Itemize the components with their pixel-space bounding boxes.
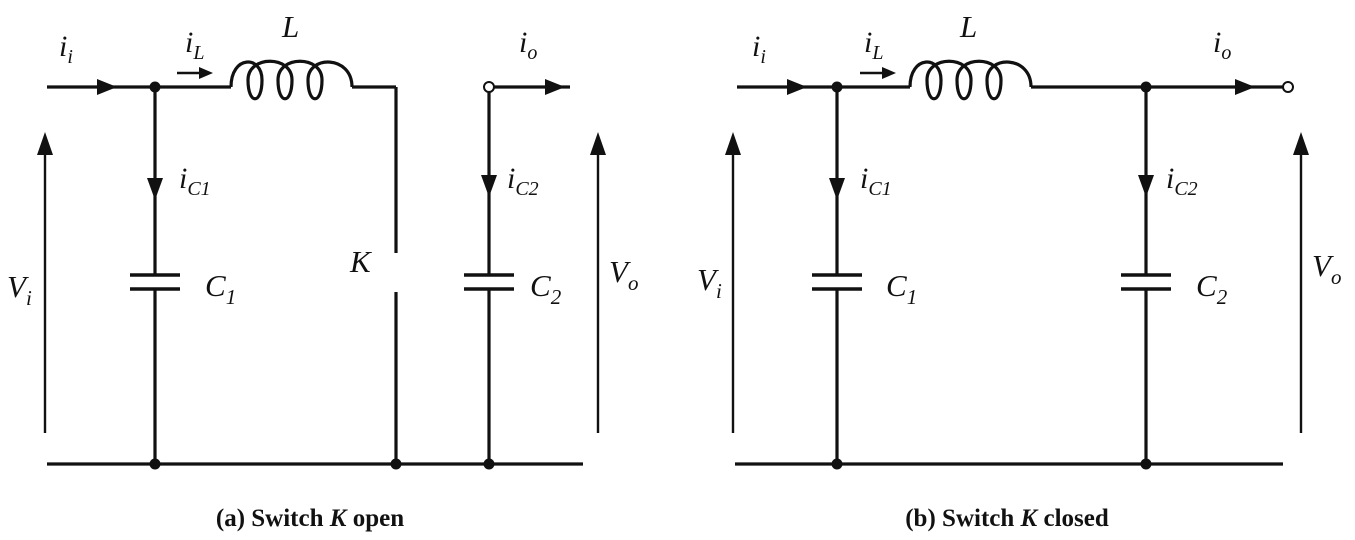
panel-a-node-top-c1 xyxy=(149,81,161,93)
panel-a-switch-open: ii iL L io iC1 iC2 Vi C1 K C2 Vo (a) Swi… xyxy=(7,9,638,532)
panel-a-ii-arrow xyxy=(97,79,117,95)
panel-b-node-top-c2 xyxy=(1140,81,1152,93)
panel-a-output-terminal xyxy=(483,81,495,93)
panel-b-io-arrow xyxy=(1235,79,1255,95)
panel-a-caption: (a) Switch K open xyxy=(216,505,404,532)
panel-b-node-top-c1 xyxy=(831,81,843,93)
panel-a-inductor xyxy=(229,59,354,101)
panel-b-ic1-arrow xyxy=(829,178,845,200)
panel-b-node-ground-c2 xyxy=(1140,458,1152,470)
panel-b-switch-closed: ii iL L io iC1 iC2 Vi C1 C2 Vo (b) Switc… xyxy=(697,9,1341,532)
panel-a-node-ground-switch xyxy=(390,458,402,470)
panel-b-label-ic2: iC2 xyxy=(1166,162,1198,200)
panel-b-output-terminal xyxy=(1282,81,1294,93)
panel-a-node-ground-c2 xyxy=(483,458,495,470)
panel-b-il-arrowhead xyxy=(882,67,896,79)
panel-a-vo-arrowhead xyxy=(590,132,606,155)
panel-a-label-ic1: iC1 xyxy=(179,162,211,200)
panel-a-il-arrowhead xyxy=(199,67,213,79)
panel-b-caption: (b) Switch K closed xyxy=(905,505,1109,532)
panel-b-label-io: io xyxy=(1213,26,1231,64)
panel-a-label-vi: Vi xyxy=(7,269,32,310)
panel-b-label-il: iL xyxy=(864,26,883,64)
panel-a-ic1-arrow xyxy=(147,178,163,200)
panel-a-label-il: iL xyxy=(185,26,204,64)
panel-b-ii-arrow xyxy=(787,79,807,95)
panel-b-label-ic1: iC1 xyxy=(860,162,892,200)
panel-b-label-c2: C2 xyxy=(1196,268,1228,309)
panel-a-label-c2: C2 xyxy=(530,268,562,309)
panel-b-label-inductor: L xyxy=(959,9,977,44)
panel-b-label-c1: C1 xyxy=(886,268,917,309)
panel-a-node-ground-c1 xyxy=(149,458,161,470)
panel-b-label-vi: Vi xyxy=(697,262,722,303)
panel-b-label-ii: ii xyxy=(752,30,766,68)
panel-a-label-io: io xyxy=(519,26,537,64)
panel-b-ic2-arrow xyxy=(1138,175,1154,197)
panel-a-io-arrow xyxy=(545,79,565,95)
panel-a-label-c1: C1 xyxy=(205,268,236,309)
panel-a-label-inductor: L xyxy=(281,9,299,44)
panel-a-ic2-arrow xyxy=(481,175,497,197)
panel-b-vi-arrowhead xyxy=(725,132,741,155)
panel-b-label-vo: Vo xyxy=(1312,248,1341,289)
panel-b-vo-arrowhead xyxy=(1293,132,1309,155)
panel-b-node-ground-c1 xyxy=(831,458,843,470)
panel-a-label-vo: Vo xyxy=(609,254,638,295)
panel-a-label-ii: ii xyxy=(59,30,73,68)
panel-a-label-ic2: iC2 xyxy=(507,162,539,200)
panel-a-label-switch-k: K xyxy=(349,244,373,279)
panel-b-inductor xyxy=(908,59,1033,101)
panel-a-vi-arrowhead xyxy=(37,132,53,155)
